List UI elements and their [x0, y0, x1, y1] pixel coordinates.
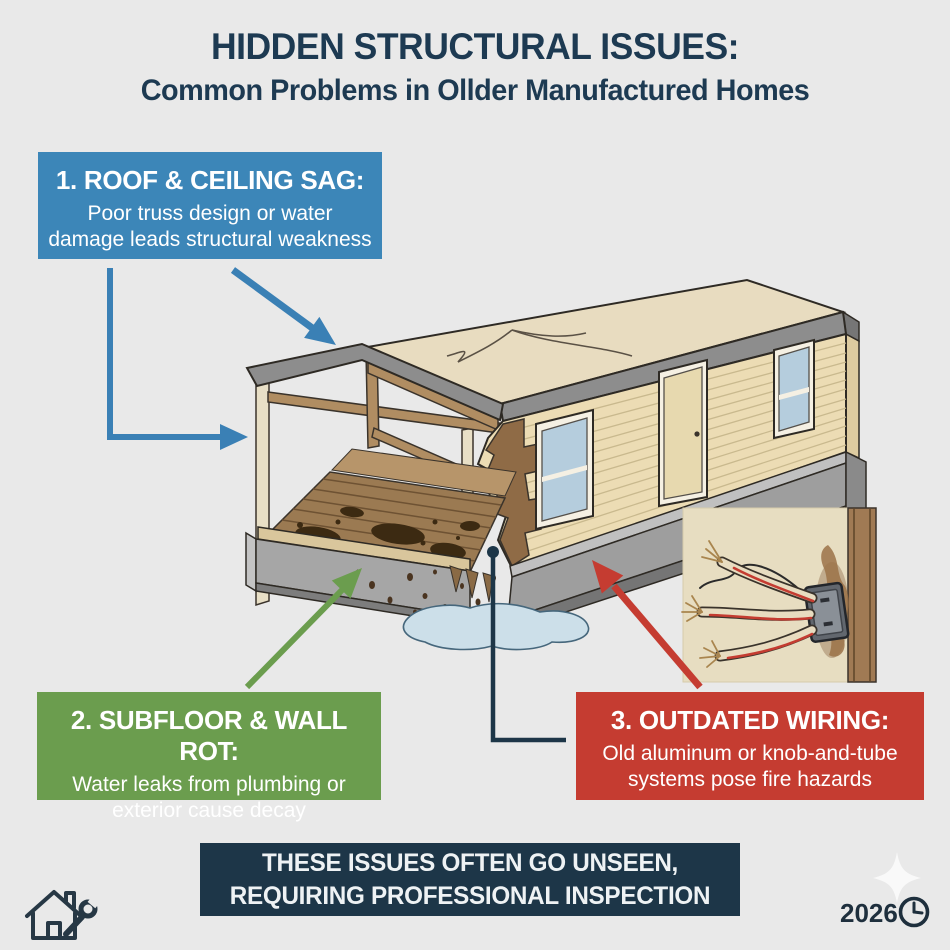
- callout-subfloor-heading: 2. SUBFLOOR & WALL ROT:: [70, 705, 348, 766]
- header: HIDDEN STRUCTURAL ISSUES: Common Problem…: [0, 26, 950, 108]
- entry-door: [658, 358, 708, 508]
- interior-deck: [330, 448, 517, 497]
- callout-subfloor-body: Water leaks from plumbing or exterior ca…: [72, 773, 346, 823]
- end-wall-sliver: [845, 332, 860, 460]
- wall-stud-plank: [847, 507, 877, 683]
- banner-line-2: REQUIRING PROFESSIONAL INSPECTION: [229, 881, 711, 910]
- skirting-left: [245, 526, 471, 626]
- manufactured-home-cutaway: [245, 278, 867, 651]
- callout-roof-sag: 1. ROOF & CEILING SAG: Poor truss design…: [38, 152, 382, 259]
- callout-subfloor-rot: 2. SUBFLOOR & WALL ROT: Water leaks from…: [37, 692, 381, 822]
- window-left: [535, 408, 594, 531]
- arrow-wiring: [592, 560, 703, 690]
- callout-wiring-heading: 3. OUTDATED WIRING:: [610, 705, 890, 735]
- page-title: HIDDEN STRUCTURAL ISSUES:: [210, 26, 740, 67]
- roof-fascia-gable: [245, 342, 505, 422]
- page-subtitle: Common Problems in Ollder Manufactured H…: [140, 74, 810, 107]
- banner-line-1: THESE ISSUES OFTEN GO UNSEEN,: [261, 849, 679, 877]
- outlet-box: [803, 581, 850, 643]
- callout-wiring-body: Old aluminum or knob-and-tube systems po…: [602, 742, 898, 792]
- year-label: 2026: [840, 898, 898, 928]
- callout-outdated-wiring: 3. OUTDATED WIRING: Old aluminum or knob…: [576, 692, 924, 800]
- arrow-roof-diagonal: [230, 267, 336, 345]
- callout-roof-body: Poor truss design or water damage leads …: [48, 202, 372, 252]
- clock-icon: [898, 896, 930, 928]
- wrench-notch: [87, 895, 101, 909]
- roof-crack-lines: [446, 329, 633, 363]
- window-right: [773, 338, 815, 440]
- water-puddle: [402, 602, 590, 651]
- sparkle-icon: [873, 852, 921, 903]
- connector-wiring-line: [487, 546, 566, 743]
- arrow-roof-elbow: [107, 268, 248, 450]
- conclusion-banner: THESE ISSUES OFTEN GO UNSEEN, REQUIRING …: [200, 843, 740, 916]
- callout-roof-heading: 1. ROOF & CEILING SAG:: [55, 165, 365, 195]
- frayed-wires: [681, 540, 818, 668]
- arrow-subfloor: [244, 568, 362, 690]
- wiring-inset: [681, 507, 877, 683]
- house-wrench-icon: [25, 890, 98, 940]
